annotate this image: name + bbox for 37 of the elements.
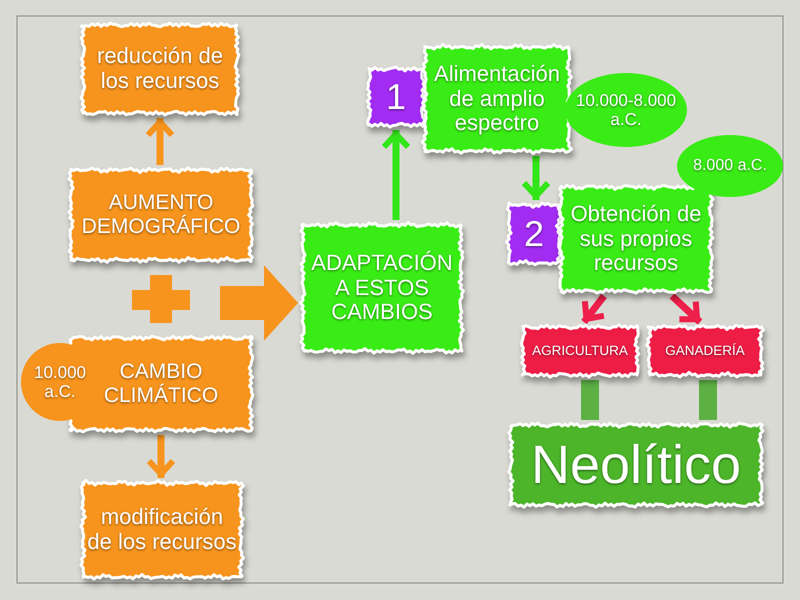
step-number-card: [364, 64, 428, 130]
concept-card: [78, 478, 246, 582]
card-text: Obtención de sus propios recursos: [570, 202, 702, 276]
connector-bar: [581, 380, 599, 420]
date-text: 10.000 a.C.: [33, 362, 87, 402]
category-card: [518, 322, 642, 380]
title-text: Neolítico: [530, 434, 742, 496]
concept-card: [78, 20, 242, 118]
step-number: 1: [386, 76, 406, 118]
date-text: 8.000 a.C.: [693, 157, 767, 175]
date-bubble: [564, 72, 688, 148]
concept-card: [66, 165, 256, 265]
date-text: 10.000-8.000 a.C.: [574, 90, 678, 130]
category-text: GANADERÍA: [665, 343, 745, 359]
arrow: [521, 156, 551, 200]
concept-card: [420, 42, 574, 156]
arrow: [146, 435, 176, 478]
arrow: [581, 294, 607, 324]
concept-card: [556, 182, 716, 296]
arrow: [145, 118, 175, 165]
category-card: [644, 322, 766, 380]
arrow: [670, 293, 702, 325]
category-text: AGRICULTURA: [532, 343, 628, 359]
date-bubble: [676, 134, 784, 198]
card-text: modificación de los recursos: [86, 505, 238, 555]
title-card: [506, 420, 766, 510]
concept-card: [298, 220, 466, 356]
card-text: Alimentación de amplio espectro: [433, 62, 561, 136]
card-text: AUMENTO DEMOGRÁFICO: [80, 191, 242, 239]
arrow: [381, 130, 411, 220]
step-number-card: [504, 200, 564, 268]
step-number: 2: [524, 214, 544, 254]
block-arrow: [220, 265, 298, 341]
card-text: reducción de los recursos: [96, 44, 224, 94]
card-text: CAMBIO CLIMÁTICO: [102, 360, 220, 408]
connector-bar: [699, 380, 717, 420]
card-text: ADAPTACIÓN A ESTOS CAMBIOS: [310, 251, 454, 325]
